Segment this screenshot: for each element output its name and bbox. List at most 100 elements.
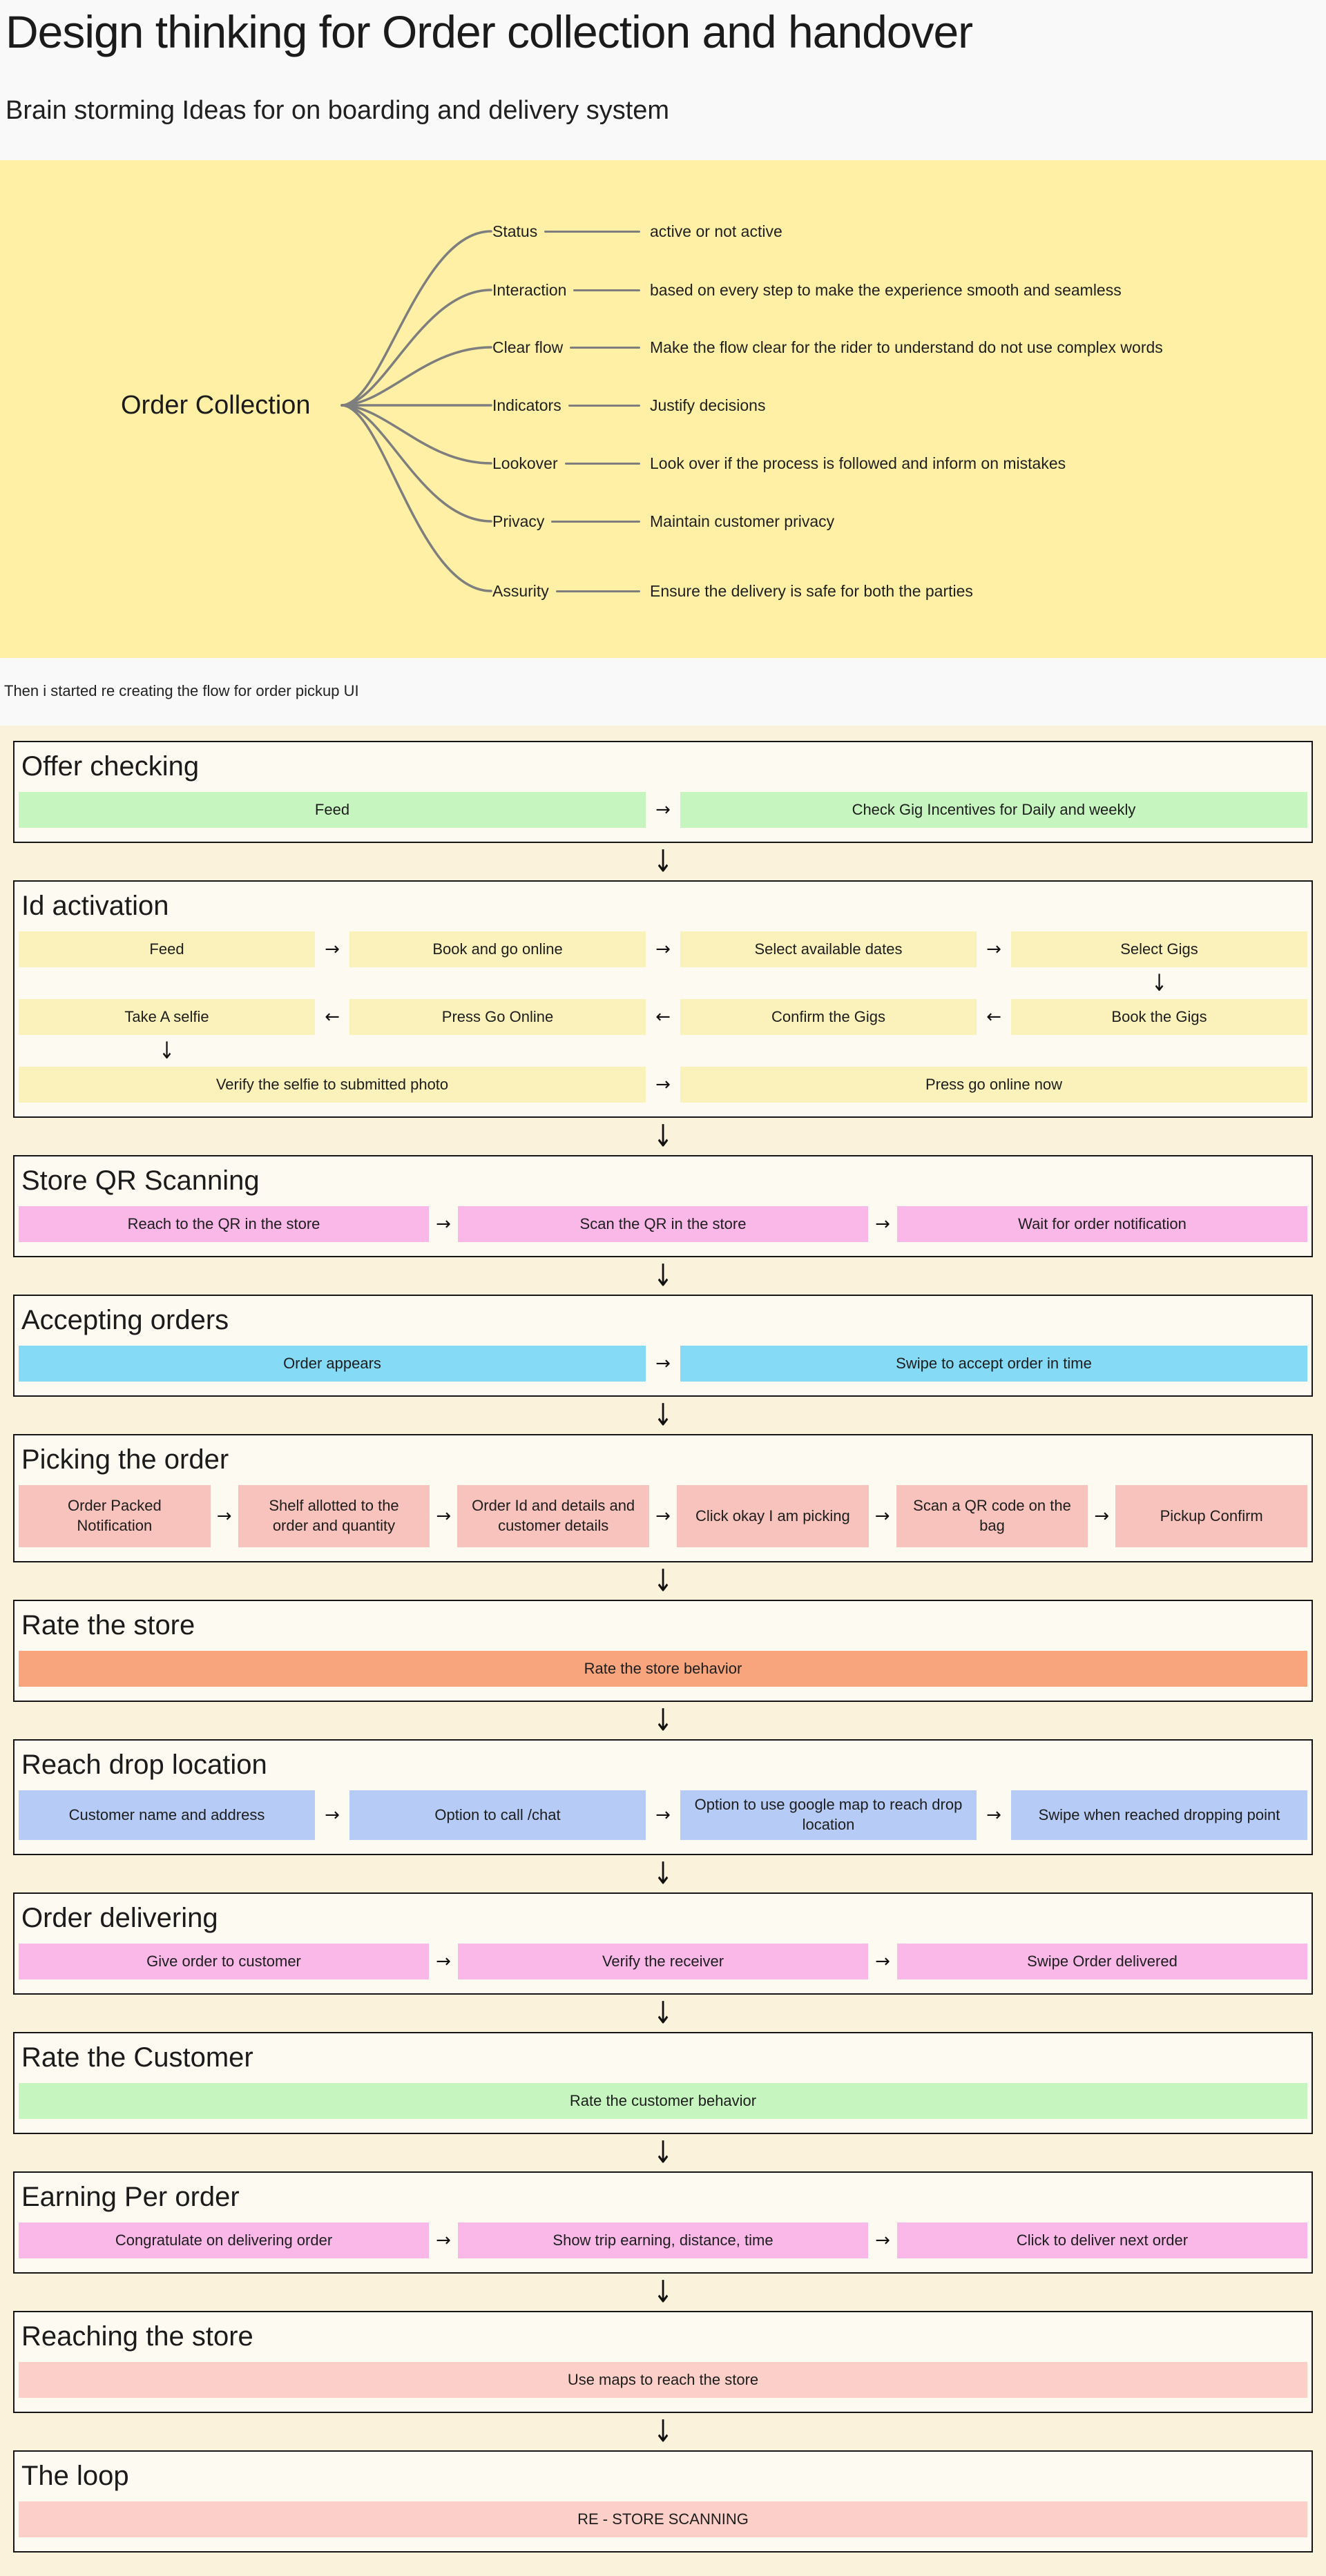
flow-step: Take A selfie bbox=[19, 999, 315, 1035]
mindmap-branch-clear-flow: Clear flow Make the flow clear for the r… bbox=[492, 336, 1312, 359]
section-title: Id activation bbox=[21, 891, 169, 921]
arrow-row: ↓ bbox=[19, 1035, 1307, 1067]
flow-step: Customer name and address bbox=[19, 1790, 315, 1840]
mindmap-branch-assurity: Assurity Ensure the delivery is safe for… bbox=[492, 579, 1312, 603]
right-arrow-icon: → bbox=[655, 1074, 671, 1095]
flow-step: Use maps to reach the store bbox=[19, 2362, 1307, 2398]
mindmap-branch-interaction: Interaction based on every step to make … bbox=[492, 278, 1312, 302]
flow-step: Give order to customer bbox=[19, 1944, 429, 1979]
right-arrow-icon: → bbox=[1094, 1506, 1110, 1527]
page-title: Design thinking for Order collection and… bbox=[6, 6, 973, 57]
flow-section-rate-the-customer: Rate the Customer Rate the customer beha… bbox=[13, 2032, 1313, 2134]
flow-step: Verify the selfie to submitted photo bbox=[19, 1067, 646, 1103]
right-arrow-icon: → bbox=[875, 1951, 890, 1972]
flow-step: Order appears bbox=[19, 1346, 646, 1382]
flow-step: Reach to the QR in the store bbox=[19, 1206, 429, 1242]
left-arrow-icon: ← bbox=[655, 1007, 671, 1027]
step-row: Order Packed Notification → Shelf allott… bbox=[19, 1485, 1307, 1547]
step-row: Rate the store behavior bbox=[19, 1651, 1307, 1687]
flow-step: Click okay I am picking bbox=[676, 1485, 869, 1547]
flow-step: Book and go online bbox=[349, 931, 646, 967]
right-arrow-icon: → bbox=[655, 1805, 671, 1826]
step-row: Customer name and address → Option to ca… bbox=[19, 1790, 1307, 1840]
flow-step: Confirm the Gigs bbox=[680, 999, 977, 1035]
branch-label-wrap: Status bbox=[492, 222, 650, 241]
branch-connector-line bbox=[551, 520, 640, 523]
section-connector: ↓ bbox=[13, 843, 1313, 880]
branch-label: Assurity bbox=[492, 581, 549, 600]
branch-connector-line bbox=[573, 289, 640, 291]
flow-section-rate-the-store: Rate the store Rate the store behavior bbox=[13, 1600, 1313, 1702]
flow-section-reaching-the-store: Reaching the store Use maps to reach the… bbox=[13, 2311, 1313, 2413]
step-row: Take A selfie ← Press Go Online ← Confir… bbox=[19, 999, 1307, 1035]
branch-connector-line bbox=[568, 404, 640, 407]
branch-label-wrap: Clear flow bbox=[492, 338, 650, 357]
flow-step: Option to use google map to reach drop l… bbox=[680, 1790, 977, 1840]
branch-description: Make the flow clear for the rider to und… bbox=[650, 338, 1163, 356]
flow-step: Click to deliver next order bbox=[897, 2222, 1307, 2258]
section-title: Reach drop location bbox=[21, 1750, 267, 1780]
flow-section-order-delivering: Order delivering Give order to customer … bbox=[13, 1892, 1313, 1995]
flow-section-id-activation: Id activation Feed → Book and go online … bbox=[13, 880, 1313, 1118]
down-arrow-icon: ↓ bbox=[653, 2274, 673, 2310]
section-connector: ↓ bbox=[13, 1855, 1313, 1892]
flow-step: Congratulate on delivering order bbox=[19, 2222, 429, 2258]
section-title: Store QR Scanning bbox=[21, 1165, 260, 1196]
down-arrow-icon: ↓ bbox=[653, 1118, 673, 1154]
flow-step: Press go online now bbox=[680, 1067, 1307, 1103]
down-arrow-icon: ↓ bbox=[159, 1037, 175, 1065]
step-row: Congratulate on delivering order → Show … bbox=[19, 2222, 1307, 2258]
right-arrow-icon: → bbox=[655, 939, 671, 960]
branch-connector-line bbox=[544, 230, 640, 233]
intro-note-row: Then i started re creating the flow for … bbox=[0, 658, 1326, 726]
flow-step: Check Gig Incentives for Daily and weekl… bbox=[680, 792, 1307, 828]
branch-description: based on every step to make the experien… bbox=[650, 280, 1122, 299]
flow-step: Book the Gigs bbox=[1011, 999, 1307, 1035]
branch-label-wrap: Indicators bbox=[492, 396, 650, 415]
flow-section-accepting-orders: Accepting orders Order appears → Swipe t… bbox=[13, 1295, 1313, 1397]
flow-step: Order Packed Notification bbox=[19, 1485, 211, 1547]
section-title: Order delivering bbox=[21, 1903, 218, 1933]
step-row: Feed → Book and go online → Select avail… bbox=[19, 931, 1307, 967]
branch-label-wrap: Privacy bbox=[492, 512, 650, 531]
section-connector: ↓ bbox=[13, 2274, 1313, 2311]
down-arrow-icon: ↓ bbox=[653, 1258, 673, 1294]
mindmap-branch-lookover: Lookover Look over if the process is fol… bbox=[492, 452, 1312, 475]
flow-section-store-qr-scanning: Store QR Scanning Reach to the QR in the… bbox=[13, 1155, 1313, 1257]
flow-step: Select Gigs bbox=[1011, 931, 1307, 967]
left-arrow-icon: ← bbox=[325, 1007, 340, 1027]
section-connector: ↓ bbox=[13, 1702, 1313, 1739]
section-connector: ↓ bbox=[13, 1562, 1313, 1600]
step-row: RE - STORE SCANNING bbox=[19, 2501, 1307, 2537]
step-row: Order appears → Swipe to accept order in… bbox=[19, 1346, 1307, 1382]
left-arrow-icon: ← bbox=[986, 1007, 1001, 1027]
section-title: Offer checking bbox=[21, 751, 200, 782]
branch-label: Privacy bbox=[492, 512, 545, 530]
mindmap-curves bbox=[340, 230, 492, 592]
step-row: Give order to customer → Verify the rece… bbox=[19, 1944, 1307, 1979]
intro-note: Then i started re creating the flow for … bbox=[4, 682, 359, 699]
down-arrow-icon: ↓ bbox=[653, 2135, 673, 2171]
section-title: Earning Per order bbox=[21, 2182, 240, 2212]
flow-step: Feed bbox=[19, 792, 646, 828]
flow-step: Show trip earning, distance, time bbox=[458, 2222, 868, 2258]
down-arrow-icon: ↓ bbox=[653, 1995, 673, 2031]
down-arrow-icon: ↓ bbox=[653, 1563, 673, 1599]
section-title: Accepting orders bbox=[21, 1305, 229, 1335]
flow-step: Select available dates bbox=[680, 931, 977, 967]
flow-step: Order Id and details and customer detail… bbox=[457, 1485, 649, 1547]
flow-section-offer-checking: Offer checking Feed → Check Gig Incentiv… bbox=[13, 741, 1313, 843]
branch-label: Indicators bbox=[492, 396, 561, 414]
section-connector: ↓ bbox=[13, 2134, 1313, 2171]
branch-description: Maintain customer privacy bbox=[650, 512, 835, 530]
flow-step: Option to call /chat bbox=[349, 1790, 646, 1840]
section-connector: ↓ bbox=[13, 1397, 1313, 1434]
down-arrow-icon: ↓ bbox=[653, 1703, 673, 1739]
right-arrow-icon: → bbox=[216, 1506, 232, 1527]
down-arrow-icon: ↓ bbox=[1151, 969, 1167, 997]
section-title: Picking the order bbox=[21, 1444, 229, 1475]
page-header: Design thinking for Order collection and… bbox=[0, 0, 1326, 160]
flow-section-picking-the-order: Picking the order Order Packed Notificat… bbox=[13, 1434, 1313, 1562]
down-arrow-icon: ↓ bbox=[653, 844, 673, 880]
flow-step: Press Go Online bbox=[349, 999, 646, 1035]
